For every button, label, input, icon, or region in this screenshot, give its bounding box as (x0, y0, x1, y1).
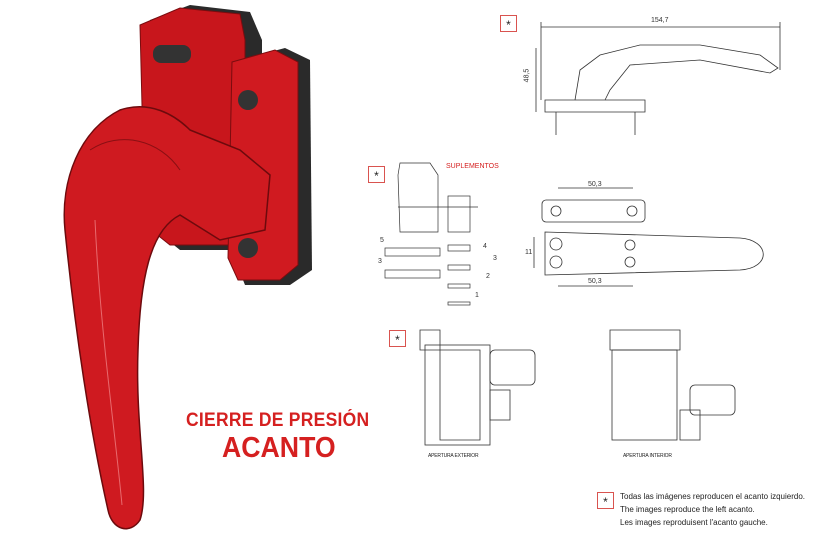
supplements-label: SUPLEMENTOS (446, 163, 499, 170)
plan-view-drawing (533, 187, 764, 287)
supp-dim: 3 (378, 258, 382, 265)
marker-box-note: * (597, 492, 614, 509)
note-es: Todas las imágenes reproducen el acanto … (620, 492, 806, 501)
handle-lever (63, 106, 271, 530)
section-exterior-drawing (419, 329, 536, 446)
marker-box-side-view: * (500, 15, 517, 32)
product-title-line2: ACANTO (222, 432, 336, 464)
marker-box-sections: * (389, 330, 406, 347)
marker-box-supplements: * (368, 166, 385, 183)
section-caption-exterior: APERTURA EXTERIOR (428, 453, 479, 459)
dim-width: 154,7 (651, 17, 669, 24)
supp-dim: 4 (483, 243, 487, 250)
side-view-drawing (535, 22, 781, 135)
note-fr: Les images reproduisent l'acanto gauche. (620, 518, 768, 527)
product-title-line1: CIERRE DE PRESIÓN (186, 410, 370, 431)
supp-dim: 2 (486, 273, 490, 280)
dim-height: 48,5 (523, 68, 531, 83)
supp-dim: 5 (380, 237, 384, 244)
plan-bottom-dim: 50,3 (588, 278, 602, 285)
plan-top-dim: 50,3 (588, 181, 602, 188)
section-interior-drawing (609, 329, 736, 441)
supp-dim: 3 (493, 255, 497, 262)
supplements-drawing (384, 162, 478, 306)
section-caption-interior: APERTURA INTERIOR (623, 453, 672, 459)
supp-dim: 1 (475, 292, 479, 299)
note-en: The images reproduce the left acanto. (620, 505, 755, 514)
plan-side-dim: 11 (525, 249, 533, 256)
